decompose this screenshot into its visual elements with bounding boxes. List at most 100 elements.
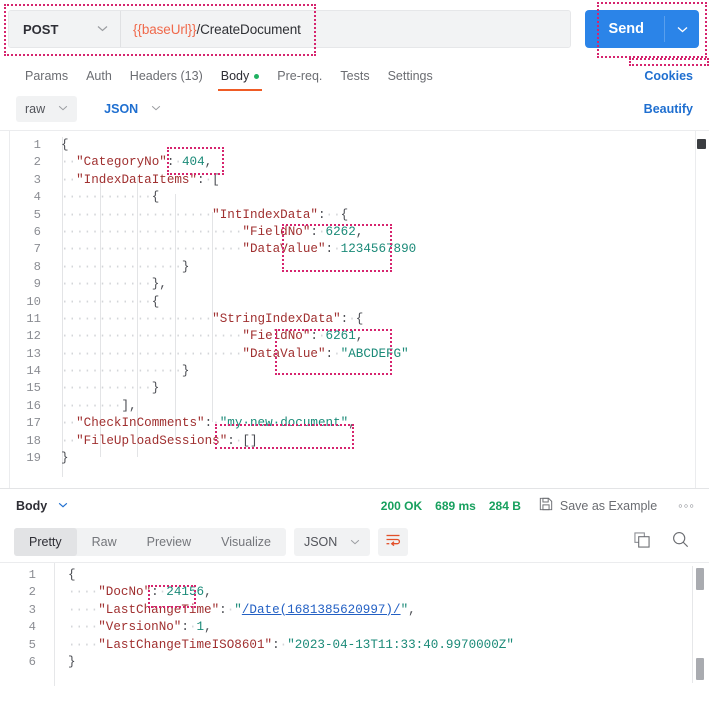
code-line: 3····"LastChangeTime":·"/Date(1681385620… bbox=[0, 602, 709, 619]
line-number: 13 bbox=[26, 346, 41, 361]
send-button[interactable]: Send bbox=[584, 10, 699, 48]
code-line-text: ········], bbox=[61, 398, 137, 413]
line-number: 7 bbox=[33, 242, 41, 257]
response-tab-raw-label: Raw bbox=[91, 535, 117, 549]
response-size: 284 B bbox=[488, 498, 521, 513]
chevron-down-icon bbox=[58, 103, 68, 114]
response-tab-visualize[interactable]: Visualize bbox=[206, 528, 286, 556]
code-line-text: ························"FieldNo":·6262, bbox=[61, 224, 364, 239]
response-meta: 200 OK 689 ms 284 B Save as Example ◦◦◦ bbox=[381, 497, 695, 514]
response-language-label: JSON bbox=[303, 535, 338, 549]
tab-pre-request-label: Pre-req. bbox=[277, 69, 323, 83]
tab-body-label: Body bbox=[220, 69, 250, 83]
tab-auth-label: Auth bbox=[86, 69, 112, 83]
copy-button[interactable] bbox=[634, 531, 650, 553]
cookies-link[interactable]: Cookies bbox=[644, 69, 693, 83]
response-scrollbar[interactable] bbox=[692, 566, 704, 683]
copy-icon bbox=[634, 531, 650, 553]
line-number: 3 bbox=[33, 172, 41, 187]
body-mode-label: raw bbox=[25, 101, 46, 116]
code-line: 9············}, bbox=[0, 276, 709, 293]
line-number: 4 bbox=[33, 190, 41, 205]
line-number: 18 bbox=[26, 433, 41, 448]
response-scroll-thumb-bottom[interactable] bbox=[696, 658, 704, 680]
chevron-down-icon bbox=[151, 103, 161, 114]
tab-params[interactable]: Params bbox=[16, 69, 77, 91]
send-options-chevron-down-icon[interactable] bbox=[665, 10, 699, 48]
tab-auth[interactable]: Auth bbox=[77, 69, 121, 91]
line-number: 11 bbox=[26, 311, 41, 326]
chevron-down-icon bbox=[97, 23, 108, 35]
code-line-text: { bbox=[68, 568, 76, 582]
code-line-text: ····················"IntIndexData":··{ bbox=[61, 207, 349, 222]
search-icon bbox=[672, 531, 689, 553]
line-number: 12 bbox=[26, 329, 41, 344]
code-line: 4 ············{ bbox=[0, 189, 709, 206]
request-editor-scroll-thumb[interactable] bbox=[697, 139, 706, 149]
tab-headers[interactable]: Headers (13) bbox=[121, 69, 212, 91]
response-tab-visualize-label: Visualize bbox=[221, 535, 271, 549]
response-tab-preview[interactable]: Preview bbox=[132, 528, 206, 556]
response-header-bar: Body 200 OK 689 ms 284 B Save as Example… bbox=[0, 488, 709, 522]
tab-headers-label: Headers (13) bbox=[129, 69, 203, 83]
wrap-lines-button[interactable] bbox=[378, 528, 409, 556]
response-tab-raw[interactable]: Raw bbox=[77, 528, 132, 556]
code-line: 15············} bbox=[0, 380, 709, 397]
line-number: 1 bbox=[33, 138, 41, 152]
code-line: 5····"LastChangeTimeISO8601":·"2023-04-1… bbox=[0, 637, 709, 654]
url-variable: {{baseUrl}} bbox=[133, 21, 197, 37]
beautify-link[interactable]: Beautify bbox=[643, 101, 693, 116]
url-input-wrapper: POST {{baseUrl}}/CreateDocument bbox=[8, 10, 571, 48]
tab-body[interactable]: Body bbox=[212, 69, 269, 91]
response-language-select[interactable]: JSON bbox=[293, 528, 371, 556]
editor-right-border bbox=[695, 131, 696, 488]
tab-settings[interactable]: Settings bbox=[379, 69, 442, 91]
tab-pre-request[interactable]: Pre-req. bbox=[268, 69, 331, 91]
body-format-bar: raw JSON Beautify bbox=[0, 91, 709, 126]
response-toolbar: Pretty Raw Preview Visualize JSON bbox=[0, 522, 709, 562]
line-number: 1 bbox=[28, 568, 36, 582]
search-button[interactable] bbox=[672, 531, 689, 553]
response-section-select[interactable]: Body bbox=[16, 499, 68, 513]
request-code-area[interactable]: 1{2··"CategoryNo":·404,3··"IndexDataItem… bbox=[0, 131, 709, 488]
request-url-bar: POST {{baseUrl}}/CreateDocument Send bbox=[0, 0, 709, 58]
code-line-text: ························"DataValue":·"AB… bbox=[61, 346, 409, 361]
save-as-example-button[interactable]: Save as Example bbox=[539, 497, 657, 514]
response-tab-preview-label: Preview bbox=[146, 535, 192, 549]
code-line: 17··"CheckInComments":·"my·new·document"… bbox=[0, 415, 709, 432]
line-number: 5 bbox=[33, 207, 41, 222]
code-line: 4 ····"VersionNo":·1, bbox=[0, 619, 709, 636]
response-body-viewer[interactable]: 1 {2····"DocNo":·24156,3····"LastChangeTi… bbox=[0, 562, 709, 686]
code-line-text: ············{ bbox=[61, 190, 160, 205]
code-line-text: } bbox=[61, 451, 69, 466]
url-input[interactable]: {{baseUrl}}/CreateDocument bbox=[121, 11, 570, 47]
http-method-select[interactable]: POST bbox=[9, 11, 121, 47]
response-time: 689 ms bbox=[435, 498, 476, 513]
response-more-options-icon[interactable]: ◦◦◦ bbox=[678, 498, 695, 513]
code-line: 10············{ bbox=[0, 294, 709, 311]
line-number: 4 bbox=[28, 620, 36, 635]
code-line: 16········], bbox=[0, 398, 709, 415]
code-line-text: ················} bbox=[61, 364, 190, 379]
code-line-text: ····"LastChangeTimeISO8601":·"2023-04-13… bbox=[68, 637, 514, 652]
response-scroll-thumb-top[interactable] bbox=[696, 568, 704, 590]
line-number: 6 bbox=[33, 224, 41, 239]
code-line-text: ····"VersionNo":·1, bbox=[68, 620, 212, 635]
response-tab-pretty[interactable]: Pretty bbox=[14, 528, 77, 556]
line-number: 10 bbox=[26, 294, 41, 309]
body-mode-select[interactable]: raw bbox=[16, 95, 78, 122]
code-line-text: ··"IndexDataItems":·[ bbox=[61, 172, 220, 187]
tab-tests[interactable]: Tests bbox=[331, 69, 378, 91]
response-code-area: 1 {2····"DocNo":·24156,3····"LastChangeTi… bbox=[0, 563, 709, 686]
code-line: 11····················"StringIndexData":… bbox=[0, 311, 709, 328]
code-line: 2····"DocNo":·24156, bbox=[0, 584, 709, 601]
code-line-text: ····"LastChangeTime":·"/Date(16813856209… bbox=[68, 602, 416, 617]
code-line-text: ························"DataValue":·123… bbox=[61, 242, 417, 257]
response-view-tabs: Pretty Raw Preview Visualize bbox=[14, 528, 286, 556]
line-number: 8 bbox=[33, 259, 41, 274]
request-tab-bar: Params Auth Headers (13) Body Pre-req. T… bbox=[0, 58, 709, 91]
body-language-select[interactable]: JSON bbox=[95, 96, 170, 122]
request-body-editor[interactable]: 1{2··"CategoryNo":·404,3··"IndexDataItem… bbox=[0, 130, 709, 488]
request-editor-scrollbar[interactable] bbox=[697, 133, 706, 486]
